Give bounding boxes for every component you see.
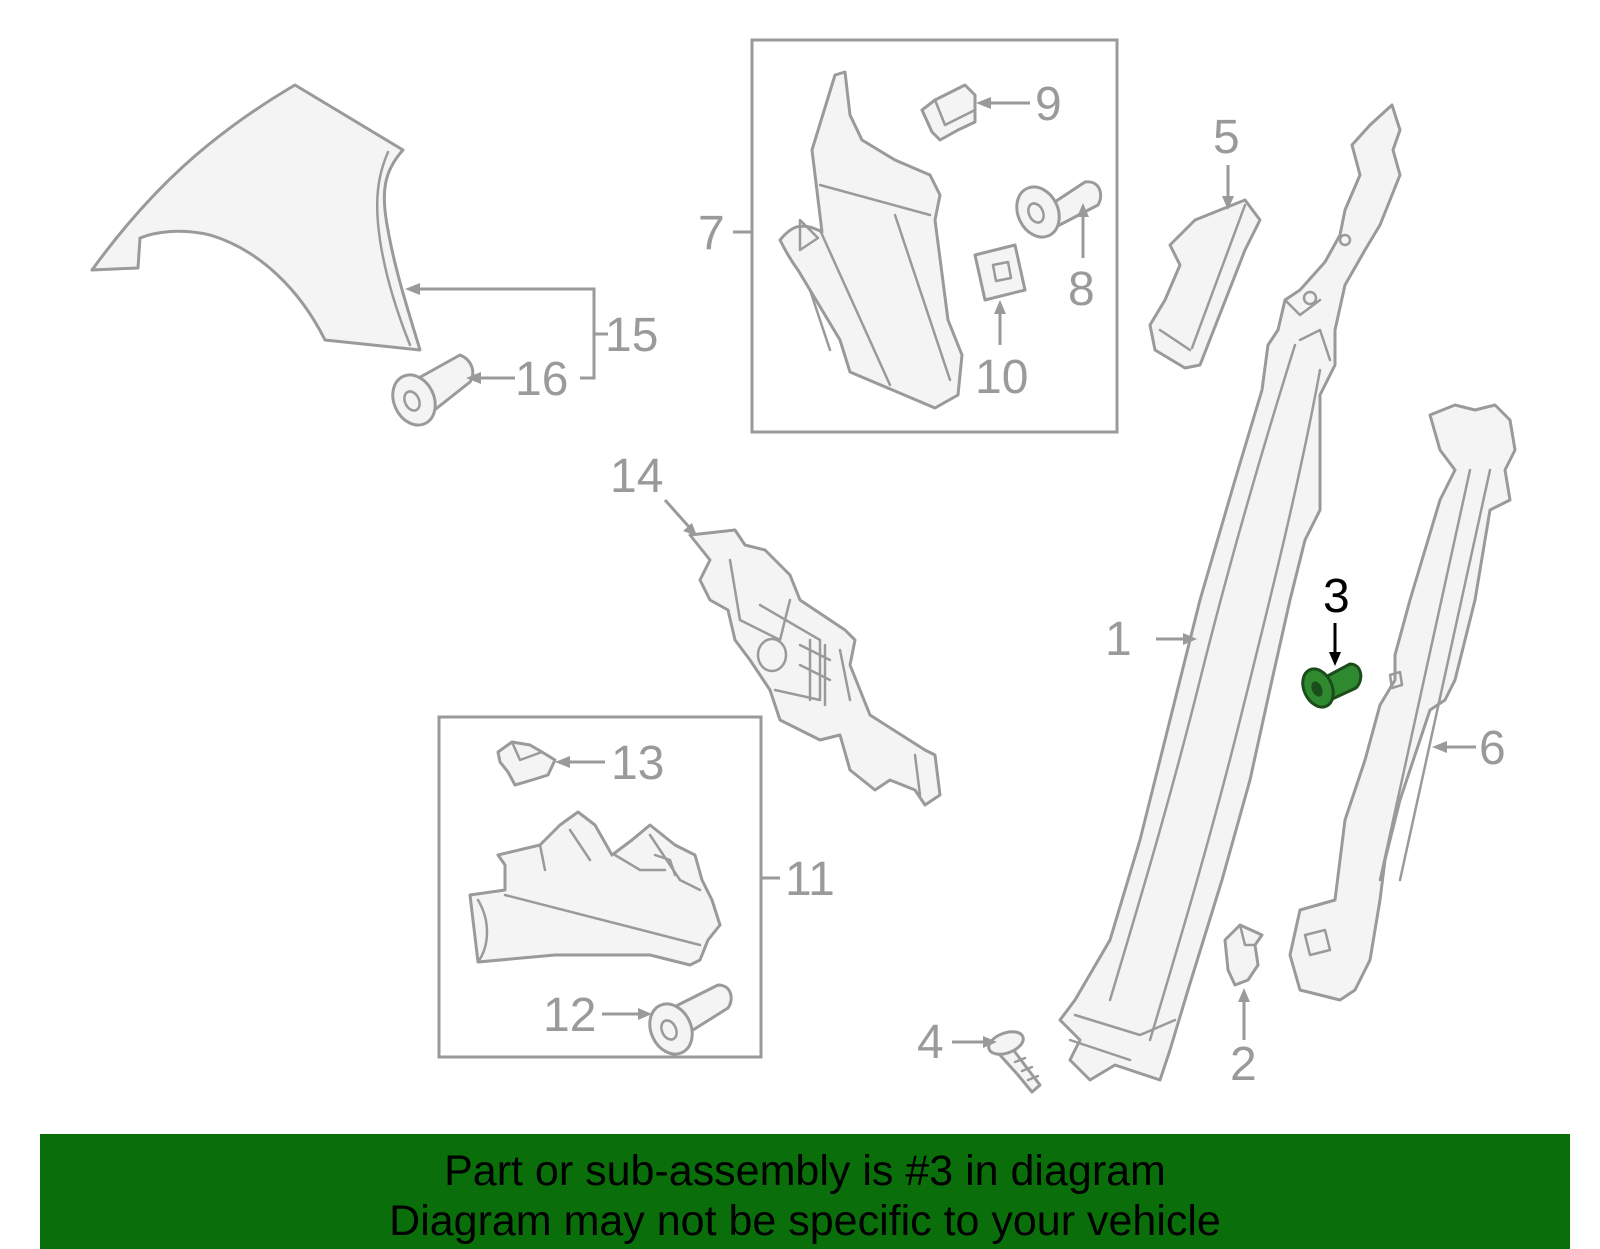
part-9-clip[interactable]: [920, 83, 977, 142]
callout-labels: 1 2 3 4 5 6 7 8 9 10 11 12 13 14 15 16: [515, 78, 1506, 1091]
group-box-11-13: [437, 715, 763, 1059]
part-8-pin[interactable]: [1009, 180, 1103, 244]
callout-5: 5: [1213, 111, 1240, 164]
banner-line-1: Part or sub-assembly is #3 in diagram: [444, 1147, 1166, 1195]
part-12-pin[interactable]: [642, 983, 733, 1061]
part-1-pillar[interactable]: [1058, 103, 1402, 1082]
parts-diagram: 1 2 3 4 5 6 7 8 9 10 11 12 13 14 15 16: [90, 38, 1517, 1094]
part-13-clip[interactable]: [496, 740, 557, 787]
part-7-bracket[interactable]: [778, 70, 964, 410]
group-box-7-10: [750, 38, 1119, 434]
callout-15: 15: [605, 309, 658, 362]
callout-8: 8: [1068, 263, 1095, 316]
info-banner: Part or sub-assembly is #3 in diagram Di…: [40, 1134, 1570, 1249]
part-14-bracket[interactable]: [688, 528, 942, 807]
part-2-clip[interactable]: [1223, 923, 1264, 987]
callout-12: 12: [543, 989, 596, 1042]
part-4-bolt[interactable]: [986, 1027, 1042, 1094]
part-5-trim[interactable]: [1148, 198, 1262, 370]
part-10-nut[interactable]: [973, 243, 1027, 302]
callout-13: 13: [611, 737, 664, 790]
callout-7: 7: [698, 207, 725, 260]
part-15-quarter-panel[interactable]: [90, 83, 422, 352]
callout-1: 1: [1105, 613, 1132, 666]
part-3-pin-highlighted[interactable]: [1297, 662, 1363, 712]
part-16-clip[interactable]: [385, 353, 475, 432]
callout-14: 14: [610, 450, 663, 503]
callout-10: 10: [975, 351, 1028, 404]
callout-11: 11: [785, 853, 835, 906]
part-11-duct[interactable]: [468, 810, 722, 967]
callout-16: 16: [515, 353, 568, 406]
callout-2: 2: [1230, 1038, 1257, 1091]
callout-6: 6: [1479, 722, 1506, 775]
part-6-rail[interactable]: [1288, 403, 1517, 1002]
banner-line-2: Diagram may not be specific to your vehi…: [389, 1197, 1221, 1245]
leader-lines: [405, 97, 1476, 1048]
callout-3: 3: [1323, 570, 1350, 623]
callout-4: 4: [917, 1016, 944, 1069]
callout-9: 9: [1035, 78, 1062, 131]
